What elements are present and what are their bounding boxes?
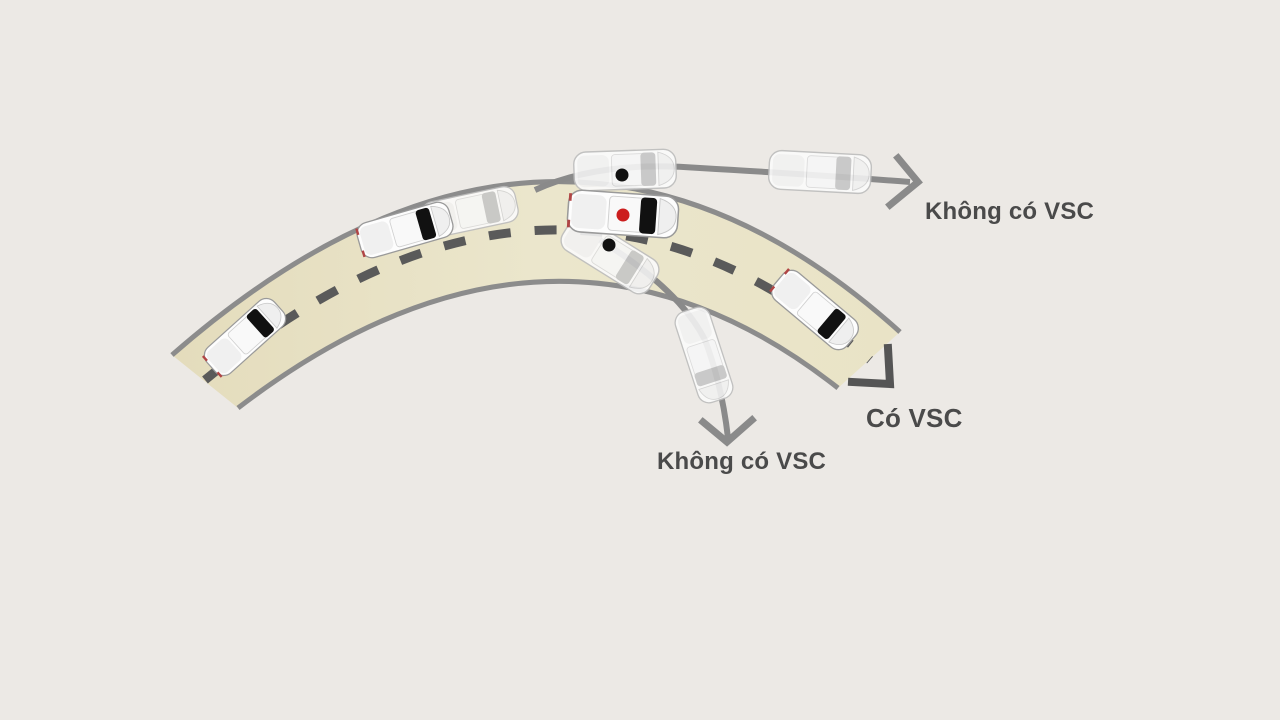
center-of-gravity-dot-active (616, 208, 630, 222)
arrow-down-icon (698, 415, 757, 447)
center-of-gravity-dot (602, 238, 616, 252)
car-icon (767, 149, 873, 195)
arrow-right-icon (885, 153, 923, 210)
arrow-with-vsc-icon (847, 343, 895, 389)
label-top-without-vsc: Không có VSC (925, 198, 1095, 225)
center-dashed-line (202, 225, 873, 384)
label-with-vsc: Có VSC (866, 403, 963, 433)
road-band (172, 181, 900, 408)
label-bottom-without-vsc: Không có VSC (657, 448, 827, 475)
road-edge-inner (236, 278, 840, 410)
road-edge-outer (170, 179, 902, 357)
center-of-gravity-dot (615, 168, 629, 182)
